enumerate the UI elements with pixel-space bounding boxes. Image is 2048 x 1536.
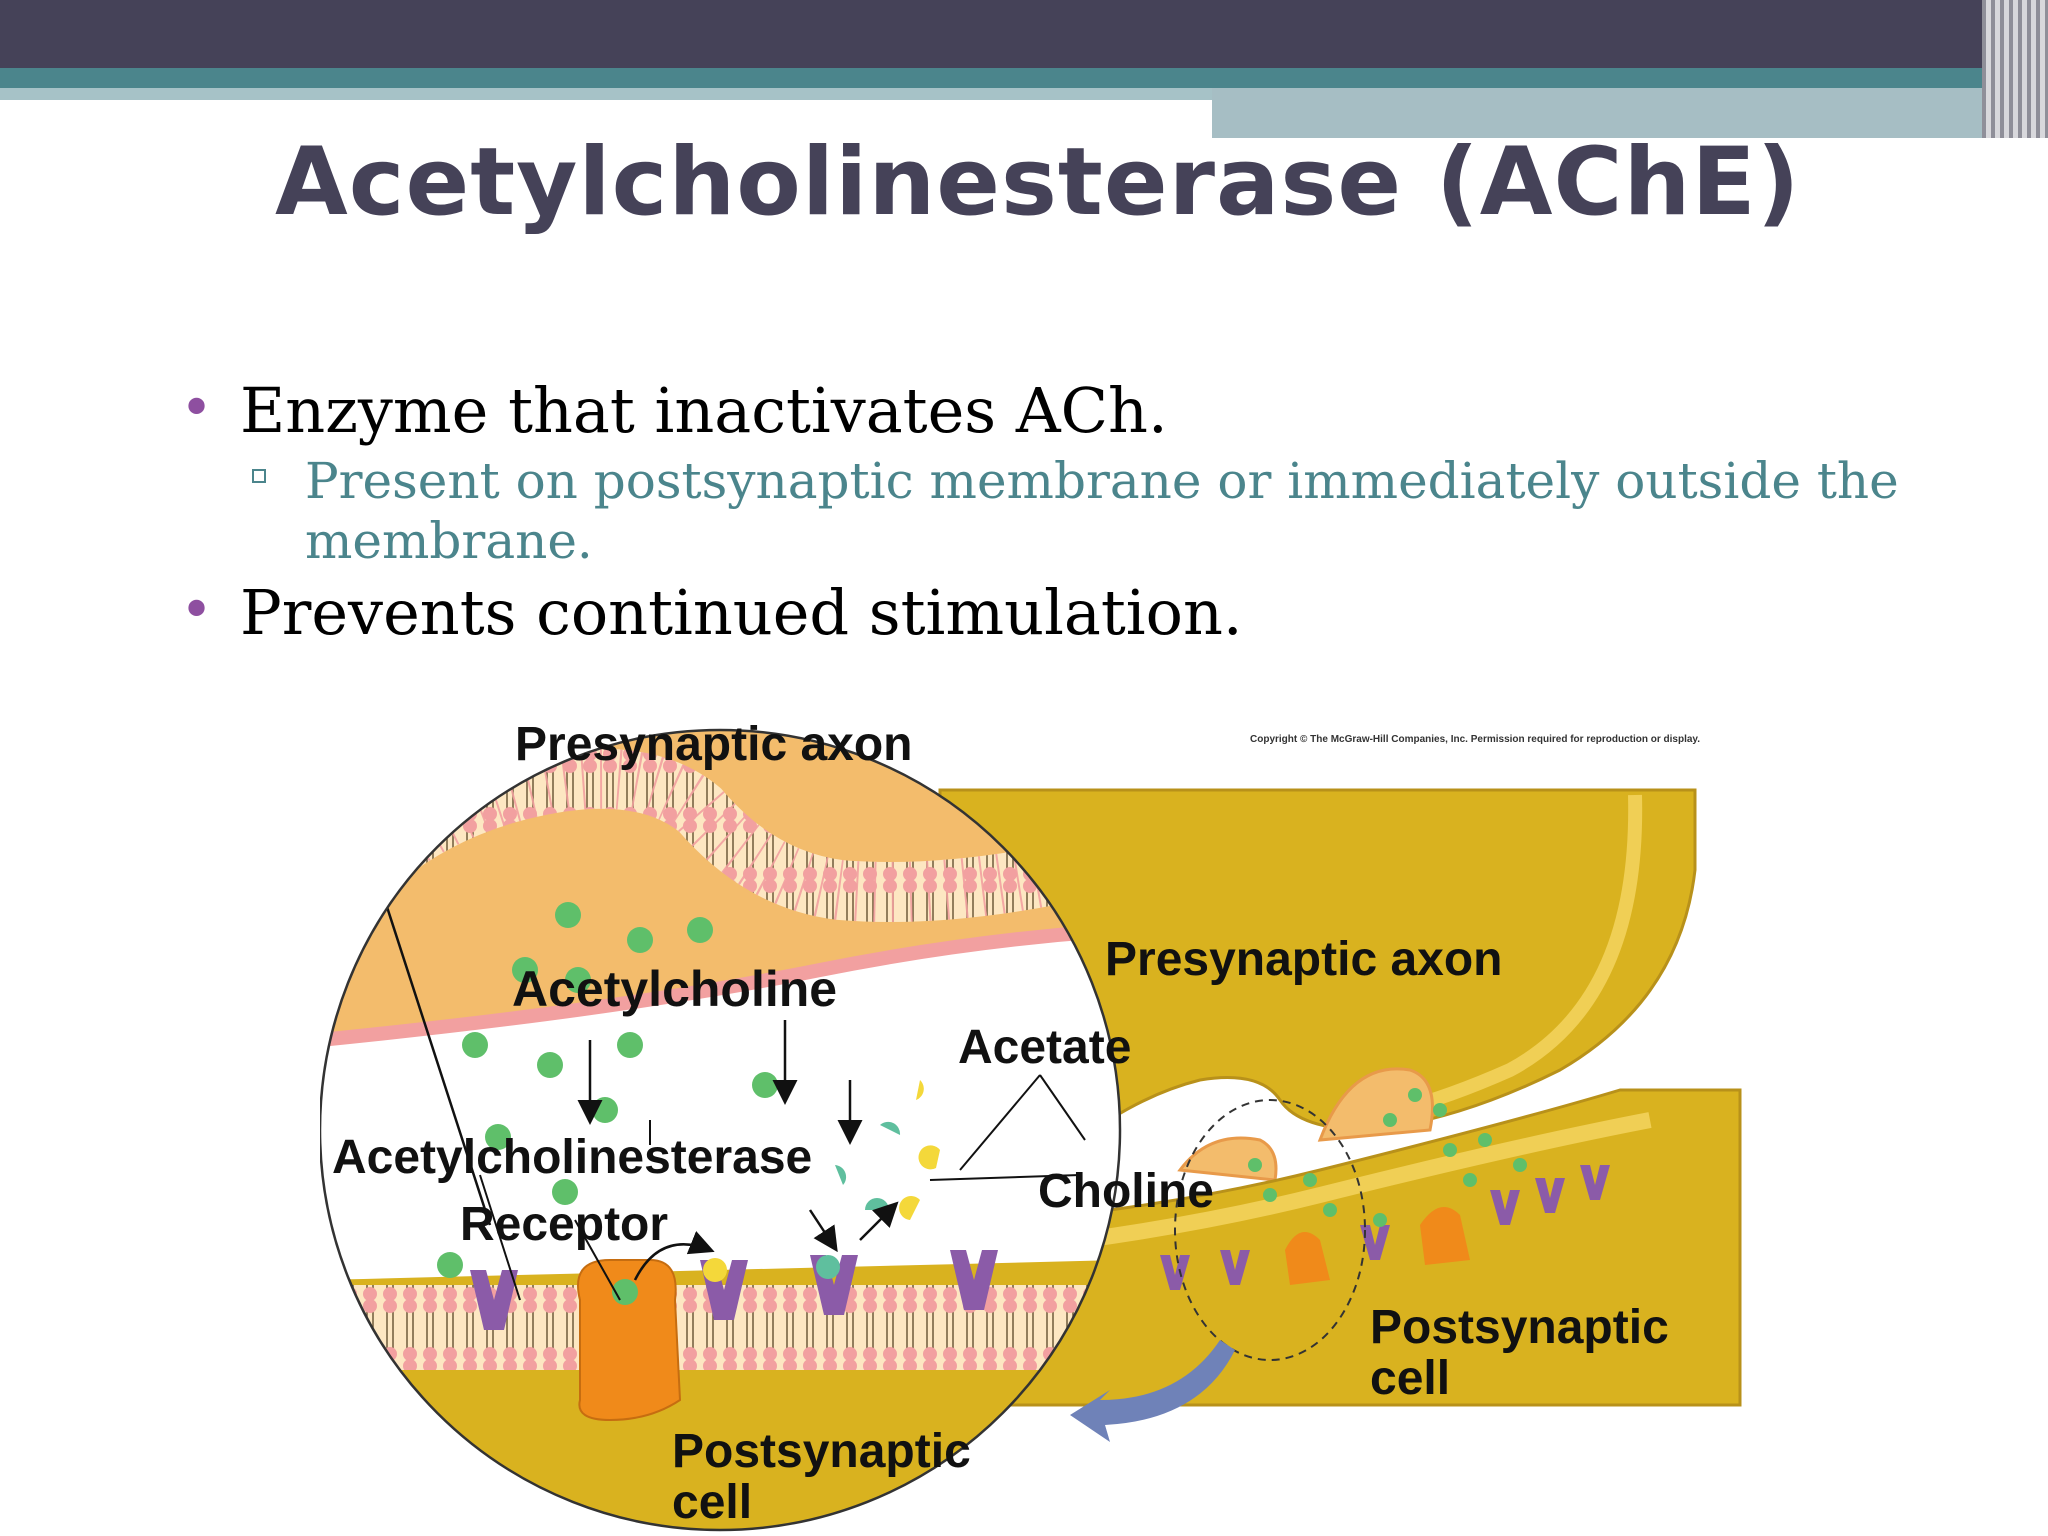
sub-bullet-item: Present on postsynaptic membrane or imme… bbox=[180, 451, 1900, 571]
light-accent-band-right bbox=[1212, 88, 1982, 138]
bullet-text: Enzyme that inactivates ACh. bbox=[240, 374, 1168, 447]
label-choline: Choline bbox=[1038, 1165, 1214, 1218]
bullet-item: • Prevents continued stimulation. bbox=[180, 577, 1900, 649]
teal-accent-band bbox=[0, 68, 2048, 88]
edge-stripes-decoration bbox=[1982, 0, 2048, 138]
slide-title: Acetylcholinesterase (AChE) bbox=[275, 128, 1801, 237]
sub-bullet-text: Present on postsynaptic membrane or imme… bbox=[305, 452, 1899, 570]
label-acetylcholine: Acetylcholine bbox=[512, 961, 837, 1017]
label-acetylcholinesterase: Acetylcholinesterase bbox=[332, 1131, 812, 1184]
label-acetate: Acetate bbox=[958, 1021, 1131, 1074]
label-postsynaptic-cell-bottom-line1: Postsynaptic bbox=[672, 1425, 971, 1478]
bullet-dot-icon: • bbox=[180, 578, 214, 643]
label-presynaptic-axon-top: Presynaptic axon bbox=[515, 718, 913, 771]
synapse-diagram: Presynaptic axon Presynaptic axon Acetyl… bbox=[320, 718, 1742, 1532]
label-postsynaptic-cell-right-line1: Postsynaptic bbox=[1370, 1301, 1669, 1354]
magnified-synapse-view bbox=[320, 728, 1122, 1532]
bullet-list: • Enzyme that inactivates ACh. Present o… bbox=[180, 375, 1900, 649]
label-postsynaptic-cell-right-line2: cell bbox=[1370, 1352, 1450, 1405]
label-presynaptic-axon-right: Presynaptic axon bbox=[1105, 933, 1503, 986]
label-receptor: Receptor bbox=[460, 1198, 668, 1251]
right-presynaptic-axon bbox=[938, 788, 1697, 1182]
magnify-arrow bbox=[1070, 1340, 1235, 1442]
light-accent-band-left bbox=[0, 88, 1212, 100]
top-header-bar bbox=[0, 0, 2048, 68]
square-bullet-icon bbox=[252, 469, 266, 483]
bullet-dot-icon: • bbox=[180, 376, 214, 441]
label-postsynaptic-cell-bottom-line2: cell bbox=[672, 1476, 752, 1529]
bullet-text: Prevents continued stimulation. bbox=[240, 576, 1243, 649]
bullet-item: • Enzyme that inactivates ACh. bbox=[180, 375, 1900, 447]
copyright-notice: Copyright © The McGraw-Hill Companies, I… bbox=[1250, 734, 1700, 745]
right-postsynaptic-cell bbox=[878, 1088, 1742, 1407]
